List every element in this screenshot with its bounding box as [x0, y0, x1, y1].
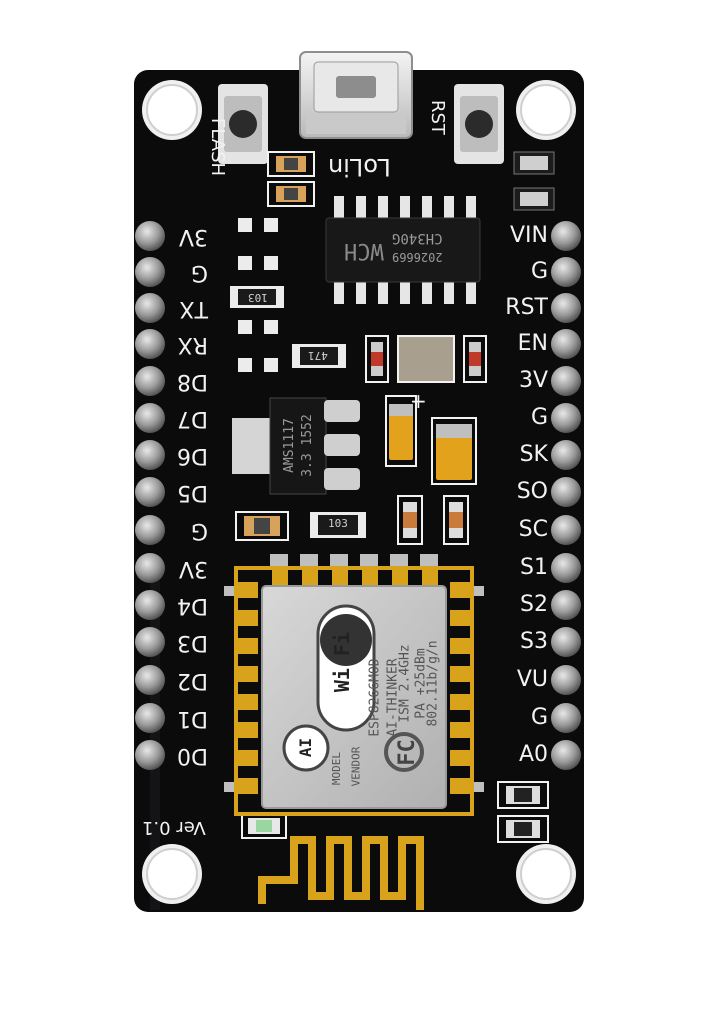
regulator-line2: 3.3 1552 [299, 414, 315, 477]
left-pin-label: D2 [177, 668, 208, 693]
right-pin-label: 3V [518, 368, 548, 393]
right-pin-label: S3 [520, 629, 548, 654]
left-pin-label: D8 [177, 369, 208, 394]
capacitor-plus-mark: + [410, 389, 427, 413]
left-pin-label: D1 [177, 706, 208, 731]
mounting-holes [142, 80, 576, 904]
ai-logo [282, 724, 330, 772]
module-model: ESP8266MOD [367, 658, 383, 737]
right-pin-label: VIN [510, 223, 548, 248]
right-pin-label: G [530, 405, 548, 430]
module-spec-1: ISM 2.4GHz [397, 644, 413, 723]
right-pin-label: SC [518, 517, 548, 542]
ch340-chip-line1: CH340G [392, 230, 443, 246]
fcc-logo-text: FC [394, 739, 420, 766]
ams1117-regulator [232, 397, 360, 495]
left-pin-label: D7 [177, 406, 208, 431]
right-pin-label: S1 [520, 555, 548, 580]
regulator-line1: AMS1117 [281, 418, 297, 473]
lower-smd-components [235, 495, 549, 843]
resistor-r1-label: 103 [248, 291, 268, 304]
left-pin-label: D3 [177, 630, 208, 655]
left-pin-label: 3V [178, 556, 208, 581]
ch340g-chip [325, 196, 481, 304]
rst-label: RST [427, 100, 448, 135]
resistor-r2-label: 471 [308, 349, 328, 362]
left-pin-label: RX [177, 332, 208, 357]
right-pin-label: SK [519, 442, 548, 467]
right-pin-label: A0 [518, 742, 548, 767]
fcc-logo [384, 732, 424, 772]
flash-label: FLASH [207, 118, 228, 177]
rst-button [454, 84, 504, 164]
ai-logo-text: AI [296, 737, 316, 758]
ch340-chip-line2: 2026669 [392, 250, 443, 264]
left-pin-label: D5 [177, 480, 208, 505]
smd-components [230, 151, 555, 383]
right-pin-label: SO [516, 479, 548, 504]
right-header-pins [551, 221, 581, 770]
left-pin-label: D4 [177, 593, 208, 618]
left-pin-label: D6 [177, 443, 208, 468]
left-pin-label: D0 [177, 743, 208, 768]
left-pin-label: TX [179, 296, 208, 321]
micro-usb-connector [299, 51, 413, 139]
left-pin-label: G [190, 518, 208, 543]
esp8266-module [224, 554, 484, 816]
wifi-logo-text: Wi Fi [330, 631, 355, 693]
right-pin-label: VU [516, 667, 548, 692]
wifi-logo [316, 604, 376, 732]
right-pin-label: RST [505, 295, 548, 320]
tantalum-capacitors [385, 395, 477, 485]
right-pin-label: EN [517, 331, 548, 356]
module-pads [236, 568, 472, 794]
left-header-pins [135, 221, 165, 770]
right-pin-label: G [530, 705, 548, 730]
version-silkscreen: Ver 0.1 [142, 817, 206, 838]
module-spec-3: 802.11b/g/n [425, 640, 441, 727]
ch340-chip-logo: WCH [344, 238, 384, 263]
resistor-r3-label: 103 [328, 517, 348, 530]
left-pin-label: G [190, 260, 208, 285]
brand-silkscreen: LoLin [328, 153, 391, 181]
pcb-antenna [258, 836, 424, 910]
module-vendor-label: VENDOR [349, 746, 363, 787]
right-pin-label: S2 [520, 592, 548, 617]
left-pin-label: 3V [178, 224, 208, 249]
right-pin-label: G [530, 259, 548, 284]
module-model-label: MODEL [330, 751, 344, 786]
flash-button [218, 84, 268, 164]
